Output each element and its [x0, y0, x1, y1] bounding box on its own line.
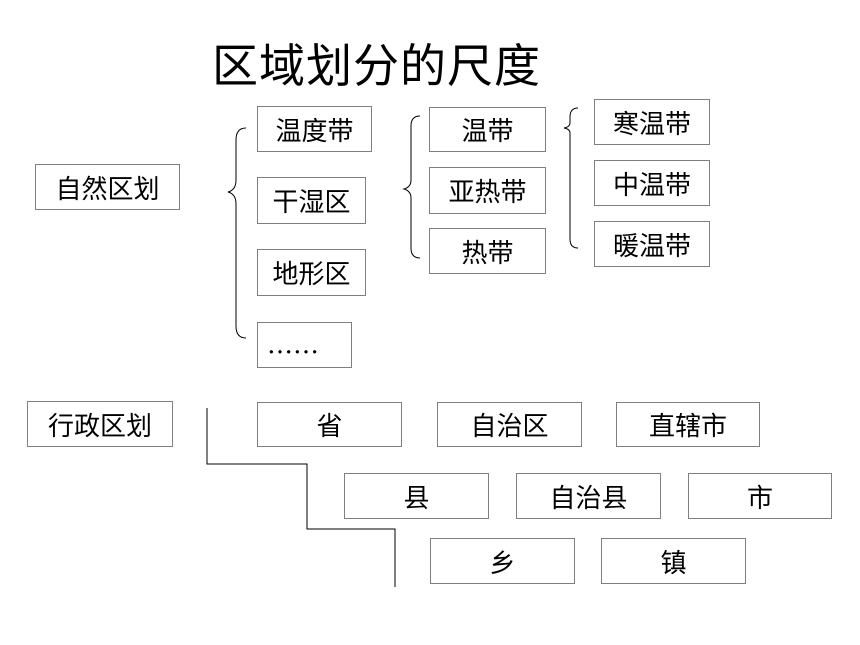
admin-autonomous-county: 自治县	[516, 473, 661, 519]
page-title: 区域划分的尺度	[212, 39, 541, 93]
admin-town: 镇	[601, 538, 746, 584]
natural-division-label: 自然区划	[35, 164, 180, 210]
level3-mid-temperate: 中温带	[594, 160, 710, 206]
admin-county: 县	[344, 473, 489, 519]
level3-warm-temperate: 暖温带	[594, 221, 710, 267]
level2-tropical: 热带	[429, 228, 546, 274]
temperature-brace	[402, 115, 421, 259]
level1-temperature-zone: 温度带	[257, 106, 372, 152]
admin-staircase	[206, 408, 396, 587]
level2-subtropical: 亚热带	[429, 167, 546, 214]
temperate-brace	[563, 107, 579, 249]
natural-brace	[227, 127, 247, 339]
admin-municipality: 直辖市	[616, 402, 760, 447]
level1-ellipsis: ……	[257, 322, 352, 368]
admin-township: 乡	[430, 538, 575, 584]
level3-cold-temperate: 寒温带	[594, 99, 710, 145]
admin-autonomous-region: 自治区	[437, 402, 582, 447]
administrative-division-label: 行政区划	[27, 401, 173, 447]
admin-city: 市	[688, 473, 832, 519]
level1-landform-region: 地形区	[257, 249, 366, 296]
level1-dry-wet-region: 干湿区	[257, 177, 366, 224]
level2-temperate: 温带	[429, 107, 546, 152]
admin-province: 省	[257, 402, 402, 447]
